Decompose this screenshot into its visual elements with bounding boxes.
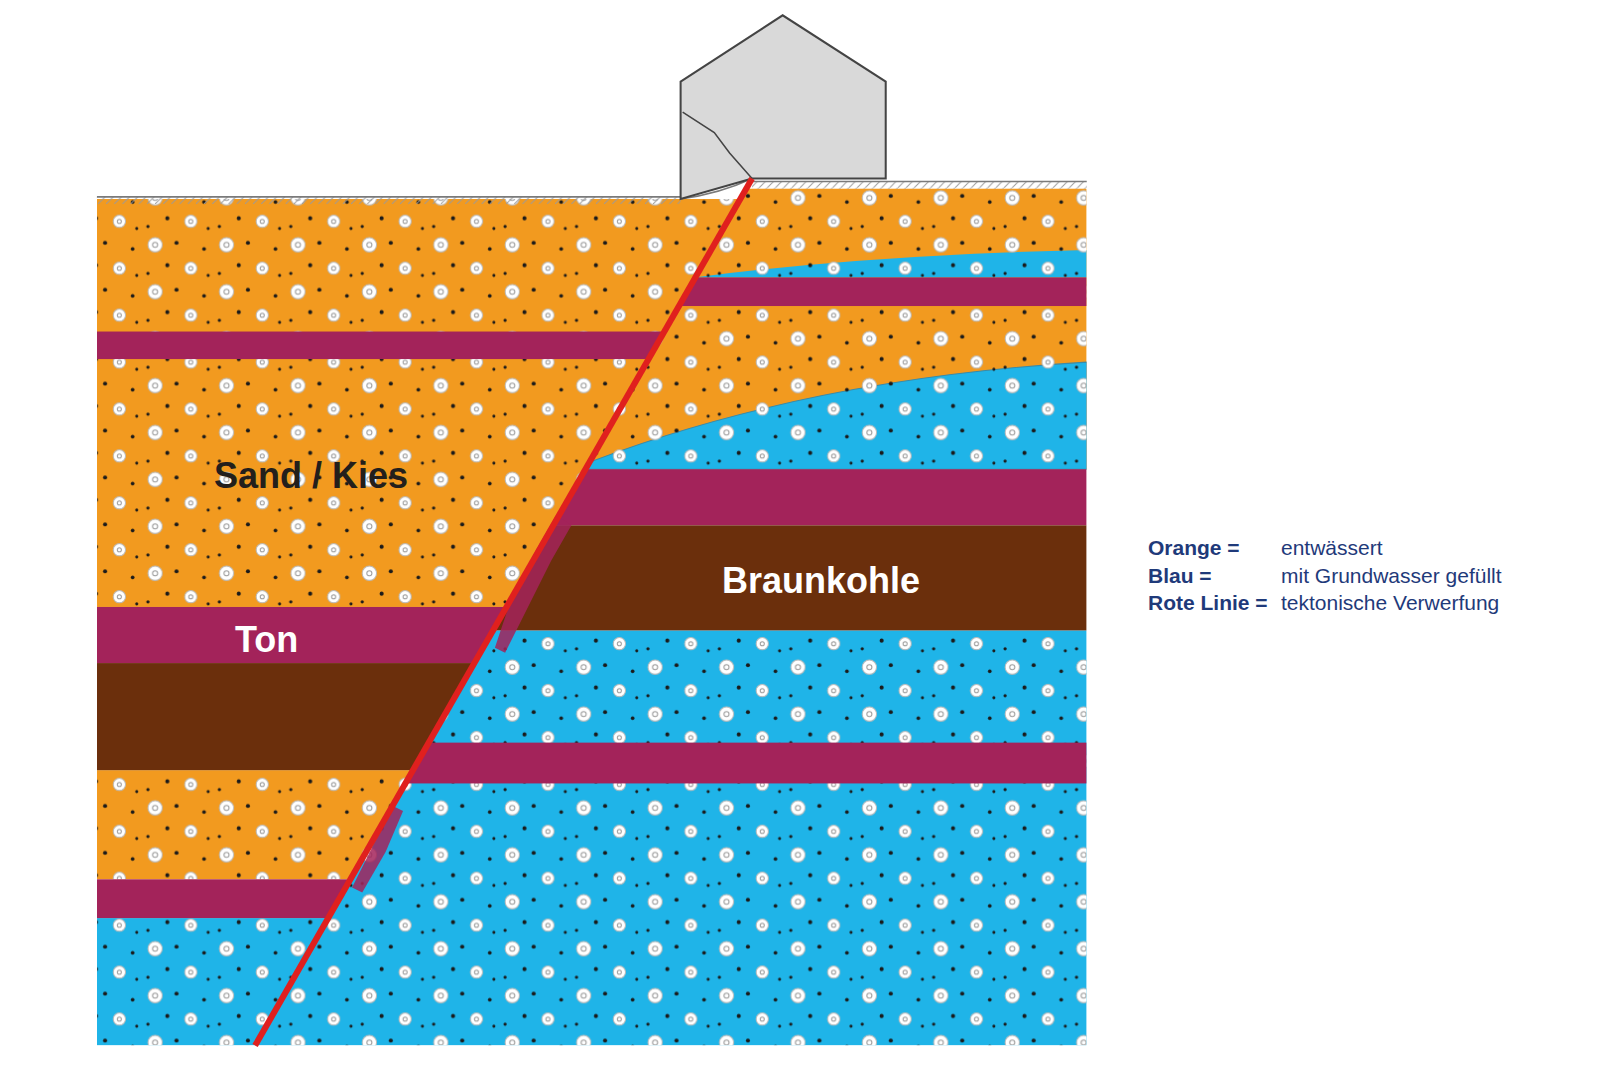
clay-smear [352,806,403,893]
legend-text: tektonische Verwerfung [1281,590,1499,615]
legend-key: Rote Linie = [1148,590,1268,615]
clay-smear [495,515,572,653]
house [681,15,886,199]
legend-text: mit Grundwasser gefüllt [1281,563,1502,588]
layer-label: Braunkohle [722,561,920,601]
layer-label-box: Ton [229,618,304,662]
layer-label: Ton [235,620,298,660]
legend-key: Blau = [1148,563,1212,588]
ground-line [97,196,681,198]
fault-line [255,179,752,1046]
legend-text: entwässert [1281,535,1383,560]
hanging-wall-block [97,189,1087,1046]
ground-surface [752,182,1087,189]
layer-label: Sand / Kies [214,456,408,496]
layer-label-box: Braunkohle [716,559,926,603]
ground-line [752,181,1087,183]
ground-surface [97,197,681,204]
layer-label-box: Sand / Kies [208,454,414,498]
legend-key: Orange = [1148,535,1240,560]
house-crack [683,112,752,178]
